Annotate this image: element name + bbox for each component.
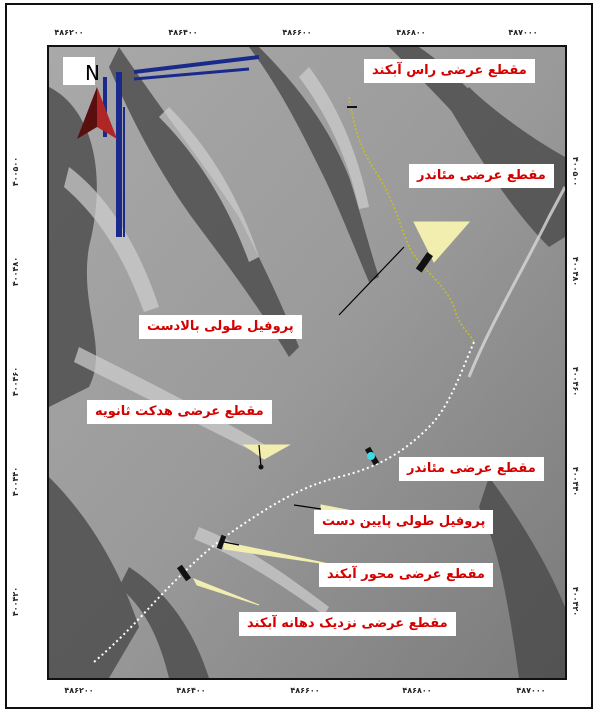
- y-tick-left: ۴۰۰۴۴۰: [11, 466, 21, 497]
- north-arrow-icon: [63, 57, 117, 139]
- y-tick-left: ۴۰۰۴۲۰: [11, 586, 21, 617]
- y-tick-right: ۴۰۰۴۸۰: [571, 256, 581, 287]
- label-meander-upper: مقطع عرضی مئاندر: [409, 164, 554, 188]
- x-tick-top: ۴۸۷۰۰۰: [508, 28, 538, 37]
- label-downstream-profile: پروفیل طولی پایین دست: [314, 510, 494, 534]
- y-tick-right: ۴۰۰۵۰۰: [571, 156, 581, 187]
- y-tick-left: ۴۰۰۴۶۰: [11, 366, 21, 397]
- x-tick-bottom: ۴۸۷۰۰۰: [516, 686, 546, 695]
- label-gully-head: مقطع عرضی راس آبکند: [364, 59, 535, 83]
- marker-point: [367, 452, 375, 460]
- y-tick-left: ۴۰۰۵۰۰: [11, 156, 21, 187]
- x-tick-top: ۴۸۶۸۰۰: [396, 28, 426, 37]
- map-frame: ۴۸۶۲۰۰ ۴۸۶۴۰۰ ۴۸۶۶۰۰ ۴۸۶۸۰۰ ۴۸۷۰۰۰ ۴۸۶۲۰…: [5, 3, 593, 709]
- north-label: N: [85, 61, 100, 85]
- ridges: [49, 47, 565, 678]
- label-near-mouth: مقطع عرضی نزدیک دهانه آبکند: [239, 612, 456, 636]
- callout-lines: [223, 246, 405, 546]
- y-tick-right: ۴۰۰۴۴۰: [571, 466, 581, 497]
- upper-gully-line: [348, 96, 475, 343]
- label-gully-axis: مقطع عرضی محور آبکند: [319, 563, 493, 587]
- x-tick-top: ۴۸۶۴۰۰: [168, 28, 198, 37]
- callout-wedges: [192, 221, 471, 606]
- y-tick-right: ۴۰۰۴۲۰: [571, 586, 581, 617]
- satellite-image: N مقطع عرضی راس آبکند مقطع عرضی مئاندر پ…: [47, 45, 567, 680]
- y-tick-right: ۴۰۰۴۶۰: [571, 366, 581, 397]
- x-tick-bottom: ۴۸۶۶۰۰: [290, 686, 320, 695]
- x-tick-top: ۴۸۶۲۰۰: [54, 28, 84, 37]
- label-meander-lower: مقطع عرضی مئاندر: [399, 457, 544, 481]
- x-tick-bottom: ۴۸۶۴۰۰: [176, 686, 206, 695]
- y-tick-left: ۴۰۰۴۸۰: [11, 256, 21, 287]
- x-tick-bottom: ۴۸۶۲۰۰: [64, 686, 94, 695]
- label-upstream-profile: پروفیل طولی بالادست: [139, 315, 302, 339]
- x-tick-top: ۴۸۶۶۰۰: [282, 28, 312, 37]
- x-tick-bottom: ۴۸۶۸۰۰: [402, 686, 432, 695]
- label-secondary-headcut: مقطع عرضی هدکت ثانویه: [87, 400, 272, 424]
